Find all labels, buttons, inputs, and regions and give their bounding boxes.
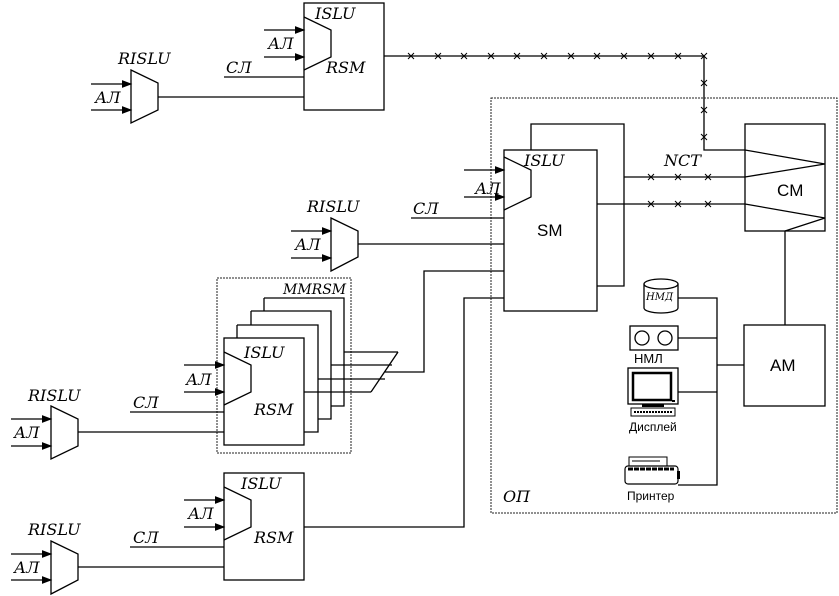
left-middle-rislu-label: RISLU	[27, 386, 81, 405]
cable-cross-mark	[704, 173, 712, 181]
printer-label: Принтер	[627, 489, 675, 503]
top-rsm-label: RSM	[325, 58, 366, 77]
cable-cross-mark	[700, 106, 708, 114]
mmrsm-boundary	[216, 277, 352, 454]
cable-cross-mark	[487, 52, 495, 60]
nml-label: НМЛ	[634, 351, 663, 366]
sm-box	[503, 149, 598, 312]
bottom-rsm-to-sm-line	[304, 297, 504, 528]
sm-sl-label: СЛ	[413, 199, 439, 218]
middle-rislu-label: RISLU	[306, 197, 360, 216]
sm-islu-trapezoid	[503, 156, 532, 211]
nct-label: NCT	[663, 151, 702, 170]
display-icon: Дисплей	[627, 367, 679, 434]
bottom-rislu-label: RISLU	[27, 520, 81, 539]
left-middle-rislu-al-label: АЛ	[13, 423, 40, 442]
cm-block: CM	[744, 123, 826, 325]
middle-rislu-trapezoid	[330, 216, 359, 273]
mmrsm-islu-trapezoid	[223, 351, 252, 406]
bottom-rsm-block: ISLU RSM АЛ СЛ	[130, 297, 504, 581]
sm-islu-label: ISLU	[523, 151, 565, 170]
printer-icon: Принтер	[624, 456, 680, 503]
mmrsm-rsm-label: RSM	[253, 400, 294, 419]
nml-tape-icon: НМЛ	[629, 325, 679, 366]
top-islu-trapezoid	[303, 16, 332, 71]
cable-cross-mark	[704, 200, 712, 208]
am-box	[743, 324, 826, 407]
cable-cross-mark	[674, 52, 682, 60]
mmrsm-sl-label: СЛ	[133, 393, 159, 412]
cable-cross-mark	[620, 52, 628, 60]
cable-cross-mark	[407, 52, 415, 60]
middle-rislu-al-label: АЛ	[294, 235, 321, 254]
mmrsm-al-label: АЛ	[185, 370, 212, 389]
bottom-rislu-al-label: АЛ	[13, 558, 40, 577]
cable-cross-mark	[700, 79, 708, 87]
am-label: AM	[770, 356, 796, 375]
sm-block: ISLU SM АЛ СЛ	[411, 123, 625, 312]
cable-cross-mark	[647, 200, 655, 208]
sm-al-label: АЛ	[474, 179, 501, 198]
bottom-sl-label: СЛ	[133, 528, 159, 547]
top-rsm-block: ISLU RSM АЛ СЛ	[224, 2, 385, 111]
bottom-al-label: АЛ	[187, 504, 214, 523]
cable-cross-mark	[647, 173, 655, 181]
cable-cross-mark	[460, 52, 468, 60]
cm-lower-wedge	[744, 203, 826, 232]
sm-loop-line	[530, 123, 625, 287]
mmrsm-mux-slant	[370, 351, 399, 393]
cm-label: CM	[777, 181, 803, 200]
nmd-disk-icon: НМД	[643, 278, 679, 314]
cable-cross-mark	[540, 52, 548, 60]
cable-cross-mark	[593, 52, 601, 60]
bottom-rsm-label: RSM	[253, 528, 294, 547]
sm-label: SM	[537, 221, 563, 240]
cm-box	[744, 123, 826, 232]
cable-cross-mark	[674, 173, 682, 181]
cable-cross-mark	[700, 52, 708, 60]
bottom-islu-label: ISLU	[240, 474, 282, 493]
nct-lines: NCT	[597, 151, 745, 208]
mmrsm-islu-label: ISLU	[243, 343, 285, 362]
op-label: ОП	[503, 487, 531, 506]
cable-cross-mark	[567, 52, 575, 60]
middle-rislu: RISLU АЛ	[291, 197, 504, 273]
bottom-rislu: RISLU АЛ	[11, 520, 224, 596]
top-rislu: RISLU АЛ	[91, 49, 304, 125]
top-rislu-label: RISLU	[117, 49, 171, 68]
op-boundary	[490, 97, 838, 514]
left-middle-rislu: RISLU АЛ	[11, 386, 224, 461]
top-rislu-al-label: АЛ	[94, 88, 121, 107]
top-rislu-trapezoid	[130, 68, 159, 125]
top-islu-label: ISLU	[314, 4, 356, 23]
cable-cross-mark	[513, 52, 521, 60]
cable-cross-mark	[700, 133, 708, 141]
am-block: AM	[743, 324, 826, 407]
top-trunk-line	[384, 52, 745, 151]
nmd-label: НМД	[645, 292, 674, 303]
top-al-label: АЛ	[267, 34, 294, 53]
cm-upper-wedge	[744, 149, 826, 178]
display-label: Дисплей	[629, 420, 677, 434]
cable-cross-mark	[434, 52, 442, 60]
mmrsm-label: MMRSM	[282, 282, 347, 298]
peripheral-bus	[678, 297, 744, 486]
cable-cross-mark	[647, 52, 655, 60]
top-rsm-box	[303, 2, 385, 111]
cable-cross-mark	[674, 200, 682, 208]
top-sl-label: СЛ	[226, 58, 252, 77]
mmrsm-group: MMRSM ISLU RSM АЛ СЛ	[130, 270, 504, 454]
mmrsm-to-sm-line	[385, 270, 504, 373]
